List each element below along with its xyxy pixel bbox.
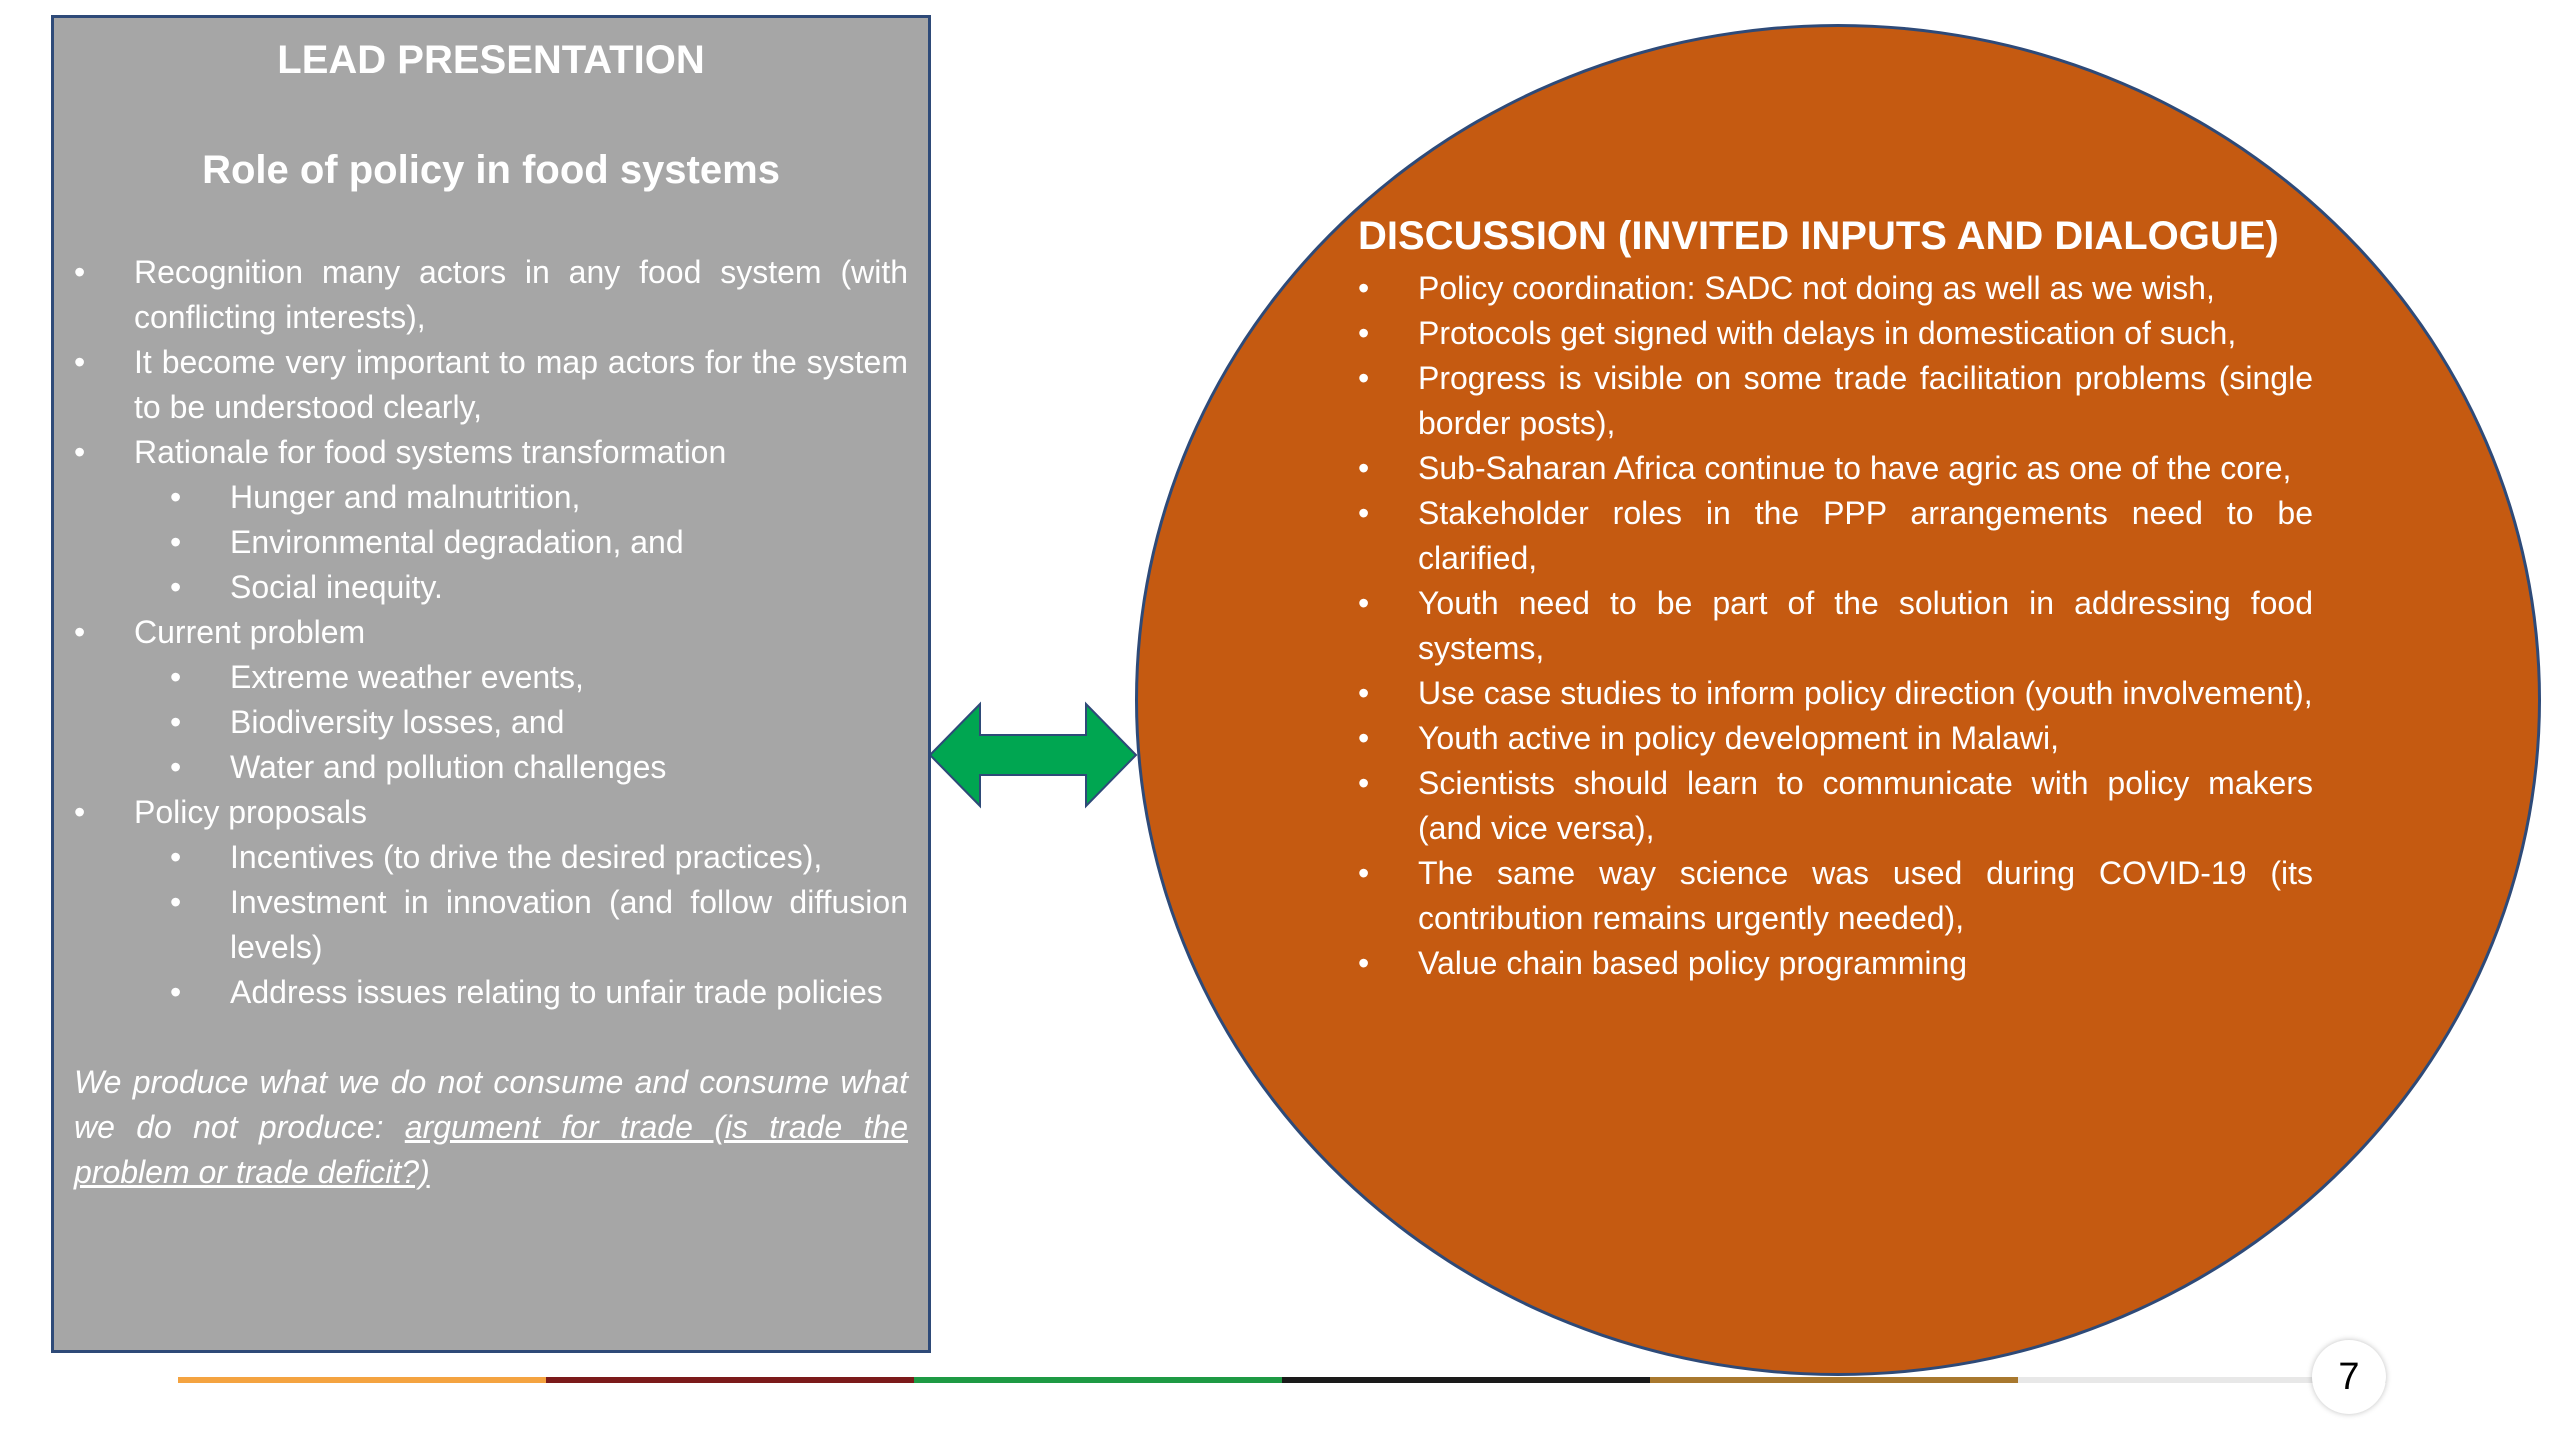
double-arrow-icon xyxy=(928,701,1138,809)
lead-bullet-list: • Recognition many actors in any food sys… xyxy=(74,250,908,1015)
discussion-list-item-text: Value chain based policy programming xyxy=(1418,945,1968,981)
discussion-list-item-text: Progress is visible on some trade facili… xyxy=(1418,360,2313,441)
discussion-list-item: • Use case studies to inform policy direc… xyxy=(1358,671,2313,716)
lead-list-item: • Biodiversity losses, and xyxy=(74,700,908,745)
bullet-icon: • xyxy=(1358,765,1370,801)
discussion-list-item: • Stakeholder roles in the PPP arrangemen… xyxy=(1358,491,2313,581)
discussion-list-item-text: Protocols get signed with delays in dome… xyxy=(1418,315,2237,351)
bullet-icon: • xyxy=(170,974,182,1010)
footer-bar-segment xyxy=(1282,1377,1650,1383)
bullet-icon: • xyxy=(1358,945,1370,981)
lead-quote: We produce what we do not consume and co… xyxy=(74,1060,908,1195)
bullet-icon: • xyxy=(74,434,86,470)
lead-list-item-text: Environmental degradation, and xyxy=(230,524,684,560)
discussion-list-item: • Scientists should learn to communicate … xyxy=(1358,761,2313,851)
discussion-list-item-text: Scientists should learn to communicate w… xyxy=(1418,765,2313,846)
lead-list-item: • Social inequity. xyxy=(74,565,908,610)
quote-link[interactable]: argument for trade (is trade the problem… xyxy=(74,1109,909,1190)
lead-list-item-text: It become very important to map actors f… xyxy=(134,344,908,425)
discussion-content: DISCUSSION (INVITED INPUTS AND DIALOGUE)… xyxy=(1358,206,2313,986)
footer-bar-segment xyxy=(546,1377,914,1383)
discussion-list-item: • Protocols get signed with delays in dom… xyxy=(1358,311,2313,356)
discussion-list-item: • Progress is visible on some trade facil… xyxy=(1358,356,2313,446)
lead-list-item-text: Biodiversity losses, and xyxy=(230,704,565,740)
bullet-icon: • xyxy=(170,479,182,515)
bullet-icon: • xyxy=(170,749,182,785)
bullet-icon: • xyxy=(170,569,182,605)
lead-list-item-text: Recognition many actors in any food syst… xyxy=(134,254,908,335)
discussion-list-item-text: Youth active in policy development in Ma… xyxy=(1418,720,2059,756)
lead-presentation-panel: LEAD PRESENTATION Role of policy in food… xyxy=(51,15,931,1353)
lead-list-item: • Water and pollution challenges xyxy=(74,745,908,790)
lead-list-item: • Recognition many actors in any food sys… xyxy=(74,250,908,340)
footer-bar-segment xyxy=(178,1377,546,1383)
discussion-list-item-text: Youth need to be part of the solution in… xyxy=(1418,585,2313,666)
lead-list-item-text: Social inequity. xyxy=(230,569,443,605)
discussion-list-item: • Value chain based policy programming xyxy=(1358,941,2313,986)
lead-list-item: • It become very important to map actors … xyxy=(74,340,908,430)
discussion-list-item: • The same way science was used during CO… xyxy=(1358,851,2313,941)
lead-list-item: • Policy proposals xyxy=(74,790,908,835)
bullet-icon: • xyxy=(1358,855,1370,891)
lead-list-item: • Incentives (to drive the desired practi… xyxy=(74,835,908,880)
bullet-icon: • xyxy=(1358,450,1370,486)
lead-list-item: • Current problem xyxy=(74,610,908,655)
discussion-list-item: • Youth need to be part of the solution i… xyxy=(1358,581,2313,671)
page-number: 7 xyxy=(2312,1340,2386,1414)
lead-list-item-text: Policy proposals xyxy=(134,794,367,830)
bullet-icon: • xyxy=(170,704,182,740)
bullet-icon: • xyxy=(74,254,86,290)
bullet-icon: • xyxy=(1358,360,1370,396)
footer-bar-segment xyxy=(1650,1377,2018,1383)
bullet-icon: • xyxy=(74,794,86,830)
bullet-icon: • xyxy=(1358,675,1370,711)
lead-list-item: • Investment in innovation (and follow di… xyxy=(74,880,908,970)
quote-text: We produce what we do not consume and co… xyxy=(74,1064,908,1145)
lead-list-item-text: Water and pollution challenges xyxy=(230,749,667,785)
lead-heading: LEAD PRESENTATION xyxy=(277,38,705,82)
bullet-icon: • xyxy=(170,524,182,560)
discussion-list-item-text: Sub-Saharan Africa continue to have agri… xyxy=(1418,450,2292,486)
bullet-icon: • xyxy=(1358,585,1370,621)
discussion-circle xyxy=(1135,24,2541,1376)
lead-list-item: • Address issues relating to unfair trade… xyxy=(74,970,908,1015)
discussion-list-item: • Sub-Saharan Africa continue to have agr… xyxy=(1358,446,2313,491)
bullet-icon: • xyxy=(170,659,182,695)
discussion-list-item: • Policy coordination: SADC not doing as … xyxy=(1358,266,2313,311)
footer-bar-segment xyxy=(2018,1377,2386,1383)
lead-list-item-text: Incentives (to drive the desired practic… xyxy=(230,839,823,875)
bullet-icon: • xyxy=(170,839,182,875)
lead-list-item-text: Rationale for food systems transformatio… xyxy=(134,434,727,470)
discussion-list-item-text: Use case studies to inform policy direct… xyxy=(1418,675,2313,711)
lead-list-item: • Extreme weather events, xyxy=(74,655,908,700)
lead-subheading: Role of policy in food systems xyxy=(202,148,780,192)
bullet-icon: • xyxy=(170,884,182,920)
bullet-icon: • xyxy=(1358,720,1370,756)
discussion-heading: DISCUSSION (INVITED INPUTS AND DIALOGUE) xyxy=(1358,214,2279,258)
discussion-list-item: • Youth active in policy development in M… xyxy=(1358,716,2313,761)
bullet-icon: • xyxy=(1358,270,1370,306)
lead-list-item-text: Extreme weather events, xyxy=(230,659,584,695)
bullet-icon: • xyxy=(74,614,86,650)
lead-list-item-text: Investment in innovation (and follow dif… xyxy=(230,884,908,965)
bullet-icon: • xyxy=(74,344,86,380)
lead-list-item: • Hunger and malnutrition, xyxy=(74,475,908,520)
footer-color-bar xyxy=(178,1377,2386,1383)
discussion-bullet-list: • Policy coordination: SADC not doing as … xyxy=(1358,266,2313,986)
lead-list-item-text: Current problem xyxy=(134,614,366,650)
discussion-list-item-text: Policy coordination: SADC not doing as w… xyxy=(1418,270,2215,306)
discussion-list-item-text: Stakeholder roles in the PPP arrangement… xyxy=(1418,495,2313,576)
bullet-icon: • xyxy=(1358,315,1370,351)
bullet-icon: • xyxy=(1358,495,1370,531)
lead-list-item-text: Address issues relating to unfair trade … xyxy=(230,974,883,1010)
footer-bar-segment xyxy=(914,1377,1282,1383)
discussion-list-item-text: The same way science was used during COV… xyxy=(1418,855,2313,936)
lead-list-item-text: Hunger and malnutrition, xyxy=(230,479,581,515)
lead-list-item: • Rationale for food systems transformati… xyxy=(74,430,908,475)
lead-list-item: • Environmental degradation, and xyxy=(74,520,908,565)
